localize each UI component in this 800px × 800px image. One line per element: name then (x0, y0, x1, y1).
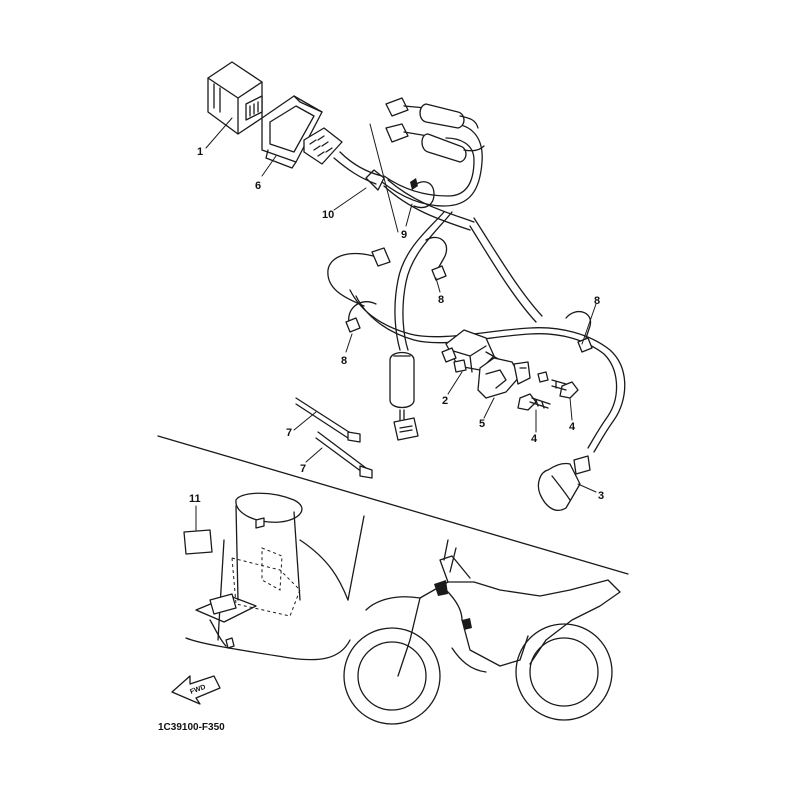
callout-2: 2 (442, 395, 448, 407)
wire-harness (303, 97, 626, 453)
callout-5: 5 (479, 418, 485, 430)
bolt-2 (551, 379, 579, 399)
callout-1: 1 (197, 146, 203, 158)
callout-11: 11 (189, 493, 201, 505)
clamp-c (565, 310, 593, 353)
label-sticker (183, 529, 213, 555)
callout-7-b: 7 (300, 463, 306, 475)
callout-10: 10 (322, 209, 334, 221)
cable-tie-1 (295, 397, 361, 443)
callout-8-a: 8 (438, 294, 444, 306)
fwd-arrow-icon: FWD (171, 675, 221, 705)
callout-4-b: 4 (569, 421, 576, 433)
leader-lines (195, 117, 597, 531)
motorcycle-silhouette (343, 539, 621, 725)
callout-3: 3 (598, 490, 604, 502)
clamp-b (345, 301, 377, 333)
spark-plug-cap (537, 455, 591, 511)
callout-8-b: 8 (341, 355, 347, 367)
frame-inset (185, 492, 365, 661)
bolt-1 (517, 393, 551, 411)
section-divider (157, 435, 629, 575)
coil-bracket (477, 357, 549, 399)
ignition-coil (441, 329, 501, 373)
callout-7-a: 7 (286, 427, 292, 439)
cdi-unit (207, 61, 263, 135)
callout-8-c: 8 (594, 295, 600, 307)
bracket-holder (261, 95, 323, 169)
callout-4-a: 4 (531, 433, 538, 445)
regulator (389, 351, 419, 441)
cable-tie-2 (315, 431, 373, 479)
harness-panel-line (369, 123, 399, 233)
diagram-code: 1C39100-F350 (158, 722, 225, 733)
callout-9: 9 (401, 229, 407, 241)
clamp-a (425, 236, 448, 281)
callout-6: 6 (255, 180, 261, 192)
